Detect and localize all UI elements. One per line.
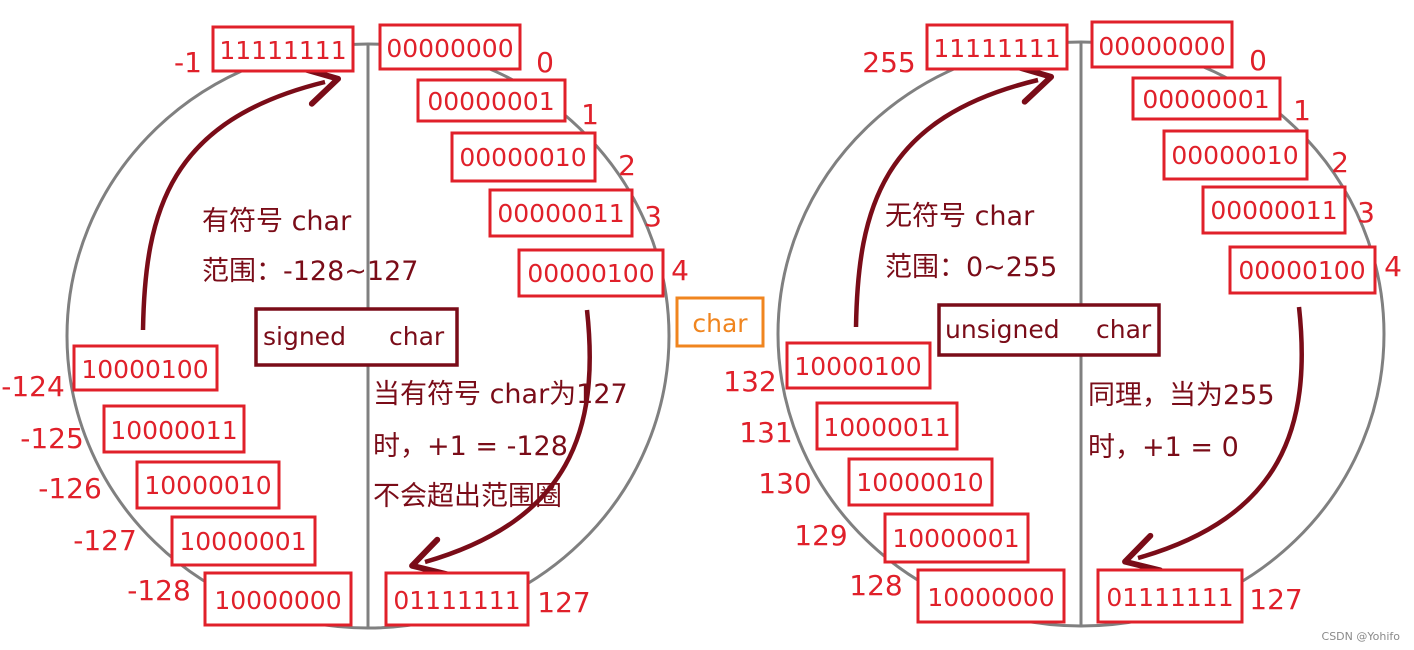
value-label: 128: [849, 569, 902, 602]
type-left-label: unsigned: [945, 315, 1060, 344]
bits-label: 01111111: [1106, 583, 1233, 612]
unsigned-right-cell-3: 00000011 3: [1201, 185, 1375, 235]
unsigned-left-cell-2: 10000011 131: [739, 401, 959, 451]
bits-label: 10000001: [179, 527, 306, 556]
bits-label: 00000001: [1142, 85, 1269, 114]
unsigned-left-cell-4: 10000001 129: [794, 512, 1030, 564]
value-label: -127: [73, 524, 137, 557]
value-label: -126: [38, 472, 102, 505]
bits-label: 10000100: [794, 352, 921, 381]
signed-note-line-1: 当有符号 char为127: [373, 379, 628, 410]
signed-left-cell-5: 10000000 -128: [127, 571, 353, 627]
bits-label: 10000100: [81, 355, 208, 384]
unsigned-up-arrow: [853, 63, 1055, 328]
unsigned-circle-group: 11111111 255 00000000 0 00000001 1 00000…: [723, 20, 1402, 628]
bits-label: 00000010: [1171, 141, 1298, 170]
signed-left-cell-3: 10000010 -126: [38, 460, 281, 510]
unsigned-left-cell-5: 10000000 128: [849, 568, 1066, 624]
bits-label: 00000001: [427, 87, 554, 116]
bits-label: 01111111: [393, 586, 520, 615]
value-label: 127: [1249, 583, 1302, 616]
bits-label: 10000010: [856, 468, 983, 497]
value-label: 130: [758, 467, 811, 500]
unsigned-type-box: unsigned char: [937, 303, 1161, 357]
value-label: 2: [1331, 146, 1349, 179]
bits-label: 00000011: [1210, 196, 1337, 225]
value-label: 2: [618, 149, 636, 182]
value-label: 129: [794, 519, 847, 552]
bits-label: 10000011: [110, 416, 237, 445]
bits-label: 10000000: [927, 583, 1054, 612]
value-label: -124: [1, 370, 65, 403]
signed-range: 范围：-128~127: [202, 256, 418, 287]
bits-label: 10000001: [892, 524, 1019, 553]
value-label: 127: [537, 586, 590, 619]
value-label: 4: [1384, 250, 1402, 283]
signed-note-line-3: 不会超出范围圈: [373, 481, 562, 512]
signed-left-cell-1: 10000100 -124: [1, 344, 219, 403]
type-left-label: signed: [263, 322, 346, 351]
signed-right-cell-3: 00000011 3: [488, 188, 662, 238]
value-label: 4: [671, 254, 689, 287]
signed-left-cell-4: 10000001 -127: [73, 515, 317, 567]
unsigned-left-cell-1: 10000100 132: [723, 341, 932, 398]
unsigned-right-cell-2: 00000010 2: [1162, 129, 1349, 181]
unsigned-note-line-2: 时，+1 = 0: [1088, 432, 1239, 463]
unsigned-top-left-cell: 11111111 255: [862, 23, 1069, 79]
value-label: -1: [174, 46, 202, 79]
signed-bottom-right-cell: 01111111 127: [384, 571, 591, 627]
watermark: CSDN @Yohifo: [1322, 630, 1401, 643]
bits-label: 11111111: [219, 36, 346, 65]
signed-up-arrow: [140, 65, 342, 331]
unsigned-top-right-cell: 00000000 0: [1090, 20, 1267, 77]
bits-label: 10000011: [823, 413, 950, 442]
unsigned-note-line-1: 同理，当为255: [1088, 380, 1275, 411]
signed-left-cell-2: 10000011 -125: [20, 404, 246, 455]
unsigned-bottom-right-cell: 01111111 127: [1096, 568, 1303, 624]
bits-label: 10000000: [214, 586, 341, 615]
bits-label: 00000100: [527, 259, 654, 288]
value-label: 0: [1249, 44, 1267, 77]
bits-label: 00000100: [1238, 256, 1365, 285]
unsigned-left-cell-3: 10000010 130: [758, 457, 994, 507]
unsigned-right-cell-1: 00000001 1: [1131, 76, 1311, 127]
bits-label: 10000010: [144, 471, 271, 500]
value-label: 255: [862, 46, 915, 79]
value-label: 1: [581, 98, 599, 131]
value-label: 131: [739, 416, 792, 449]
signed-top-left-cell: 11111111 -1: [174, 25, 355, 79]
signed-note-line-2: 时，+1 = -128: [373, 431, 568, 462]
signed-right-cell-4: 00000100 4: [517, 248, 689, 298]
value-label: -128: [127, 574, 191, 607]
bits-label: 00000010: [459, 143, 586, 172]
bits-label: 00000000: [1098, 32, 1225, 61]
unsigned-title: 无符号 char: [885, 201, 1035, 232]
signed-top-right-cell: 00000000 0: [378, 23, 554, 79]
bits-label: 00000011: [497, 199, 624, 228]
value-label: 132: [723, 365, 776, 398]
unsigned-right-cell-4: 00000100 4: [1228, 245, 1402, 295]
center-char-label: char: [692, 309, 748, 338]
type-right-label: char: [389, 322, 445, 351]
signed-down-arrow: [409, 309, 592, 578]
signed-circle-group: 11111111 -1 00000000 0 00000001 1 000000…: [1, 23, 689, 630]
value-label: 0: [536, 46, 554, 79]
type-right-label: char: [1096, 315, 1152, 344]
value-label: 3: [644, 200, 662, 233]
unsigned-range: 范围：0~255: [885, 252, 1057, 283]
bits-label: 11111111: [933, 34, 1060, 63]
unsigned-down-arrow: [1122, 306, 1304, 574]
signed-type-box: signed char: [254, 307, 459, 367]
bits-label: 00000000: [386, 34, 513, 63]
signed-right-cell-2: 00000010 2: [450, 131, 636, 183]
value-label: -125: [20, 422, 84, 455]
center-char-box: char: [675, 296, 765, 348]
signed-right-cell-1: 00000001 1: [416, 78, 599, 131]
value-label: 1: [1293, 94, 1311, 127]
signed-title: 有符号 char: [202, 206, 352, 237]
value-label: 3: [1357, 196, 1375, 229]
